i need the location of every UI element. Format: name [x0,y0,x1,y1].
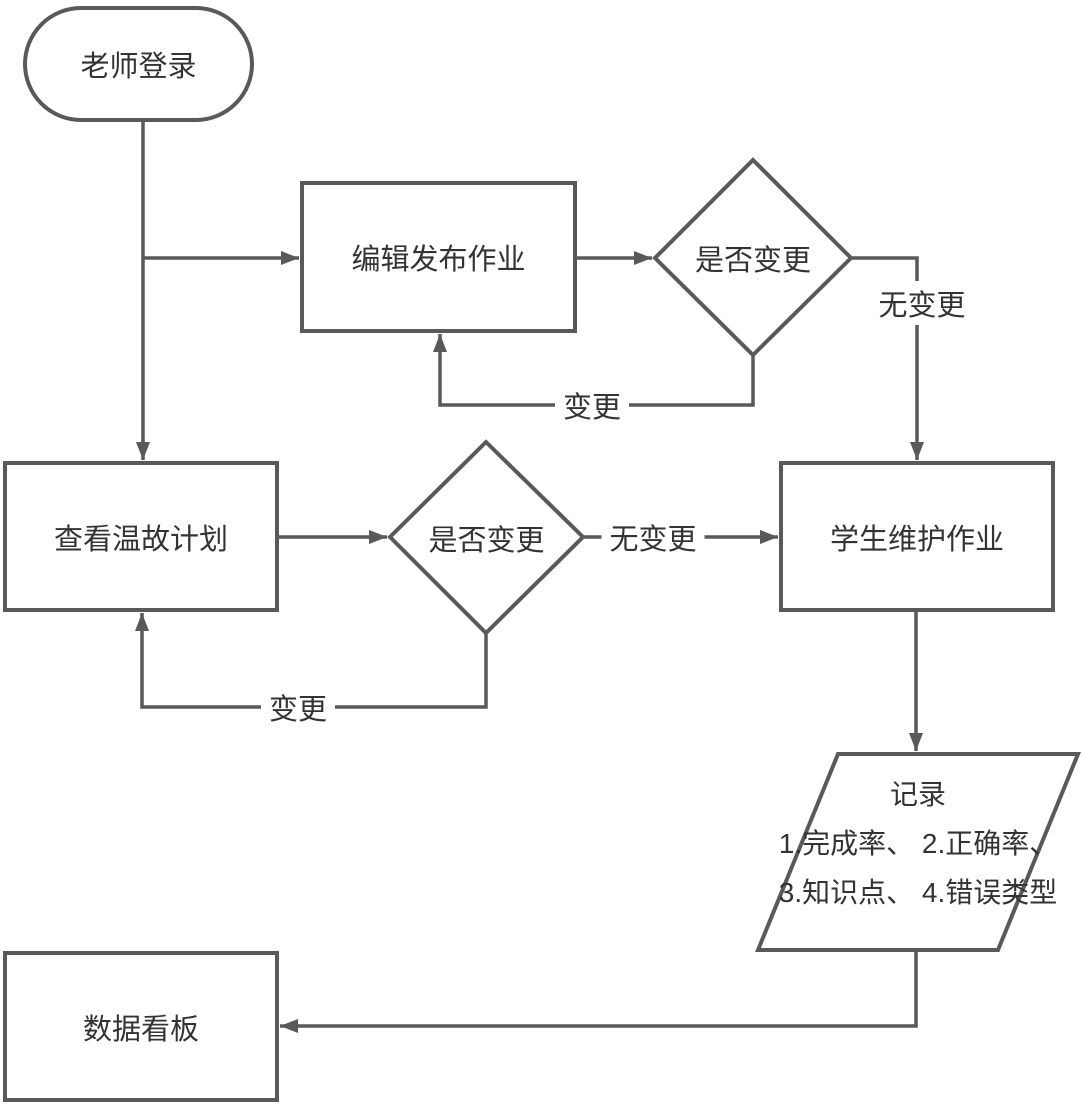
decision-mid-node-label: 是否变更 [428,524,545,557]
record-line-1: 1.完成率、 2.正确率、 [778,828,1058,859]
connector-record-to-dashboard [280,950,918,1033]
connector-decision-top-no-change [851,256,924,460]
decision-top-node-shape [652,157,854,358]
edge-label-change-mid: 变更 [260,685,336,729]
decision-mid-node-shape [387,439,586,636]
view-plan-node-label: 查看温故计划 [53,523,228,556]
view-plan-node-shape [3,461,279,612]
student-maintain-node-label: 学生维护作业 [829,523,1004,556]
edit-publish-node-shape [300,181,577,333]
start-node-shape [23,6,254,122]
record-node-shape [755,752,1081,952]
record-line-2: 3.知识点、 4.错误类型 [778,877,1058,908]
start-node-label: 老师登录 [80,51,197,83]
edge-label-no-change-top: 无变更 [870,281,974,325]
record-node-label: 记录 1.完成率、 2.正确率、 3.知识点、 4.错误类型 [768,770,1068,917]
decision-top-node-label: 是否变更 [694,244,811,277]
dashboard-node-label: 数据看板 [82,1013,199,1046]
record-title: 记录 [889,779,946,810]
edit-publish-node-label: 编辑发布作业 [351,244,526,276]
dashboard-node-shape [3,951,279,1102]
edge-label-no-change-mid: 无变更 [601,515,705,559]
edge-label-change-top: 变更 [554,383,630,427]
student-maintain-node-shape [779,461,1055,612]
